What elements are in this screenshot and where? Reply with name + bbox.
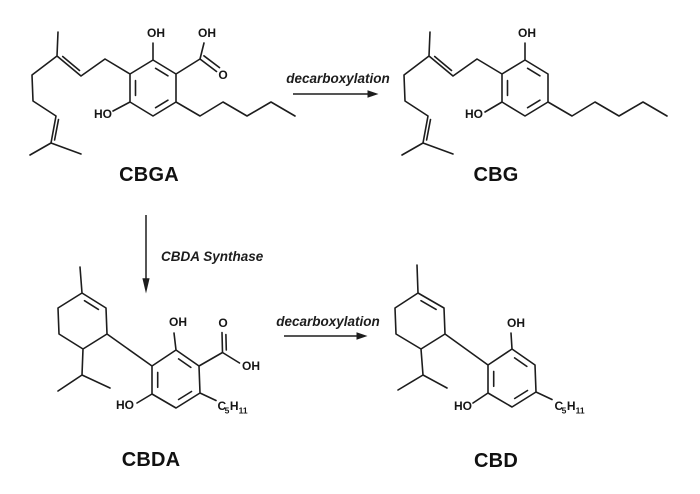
cbg-bonds xyxy=(401,31,668,156)
cbd-molecule: OH HO C5H11 CBD xyxy=(394,264,585,472)
cbd-name-label: CBD xyxy=(474,450,518,472)
decarboxylation-label-bottom: decarboxylation xyxy=(276,314,380,329)
cbga-oh-top-label: OH xyxy=(147,26,165,40)
cbda-molecule: OH O OH HO C5H11 CBDA xyxy=(57,266,260,471)
cbg-oh-top-label: OH xyxy=(518,26,536,40)
cbda-oh-top-label: OH xyxy=(169,315,187,329)
cbda-ho-bottom-label: HO xyxy=(116,398,134,412)
cbd-bonds xyxy=(394,264,553,408)
cbga-bonds xyxy=(29,31,296,156)
cbda-synthase-label: CBDA Synthase xyxy=(161,249,264,264)
decarboxylation-label-top: decarboxylation xyxy=(286,71,390,86)
cbga-oh-acid-label: OH xyxy=(198,26,216,40)
cbg-ho-bottom-label: HO xyxy=(465,107,483,121)
cbd-ho-bottom-label: HO xyxy=(454,399,472,413)
cbga-molecule: OH OH O HO CBGA xyxy=(29,26,296,186)
cbg-name-label: CBG xyxy=(473,164,518,186)
arrow-head-icon xyxy=(356,332,368,340)
cbda-o-carbonyl-label: O xyxy=(218,316,227,330)
reaction-arrow-cbda-to-cbd: decarboxylation xyxy=(276,314,380,340)
cbd-oh-top-label: OH xyxy=(507,316,525,330)
arrow-head-icon xyxy=(367,90,379,98)
arrow-head-icon xyxy=(142,278,150,294)
cbga-o-carbonyl-label: O xyxy=(218,68,227,82)
reaction-arrow-cbga-to-cbg: decarboxylation xyxy=(286,71,390,98)
cbg-molecule: OH HO CBG xyxy=(401,26,668,186)
reaction-arrow-cbga-to-cbda: CBDA Synthase xyxy=(142,215,264,294)
cbda-name-label: CBDA xyxy=(122,449,181,471)
cbda-bonds xyxy=(57,266,241,409)
cbda-oh-acid-label: OH xyxy=(242,359,260,373)
cbd-pentyl-label: C5H11 xyxy=(555,399,585,416)
cbga-ho-bottom-label: HO xyxy=(94,107,112,121)
cbga-name-label: CBGA xyxy=(119,164,179,186)
cbda-pentyl-label: C5H11 xyxy=(218,399,248,416)
